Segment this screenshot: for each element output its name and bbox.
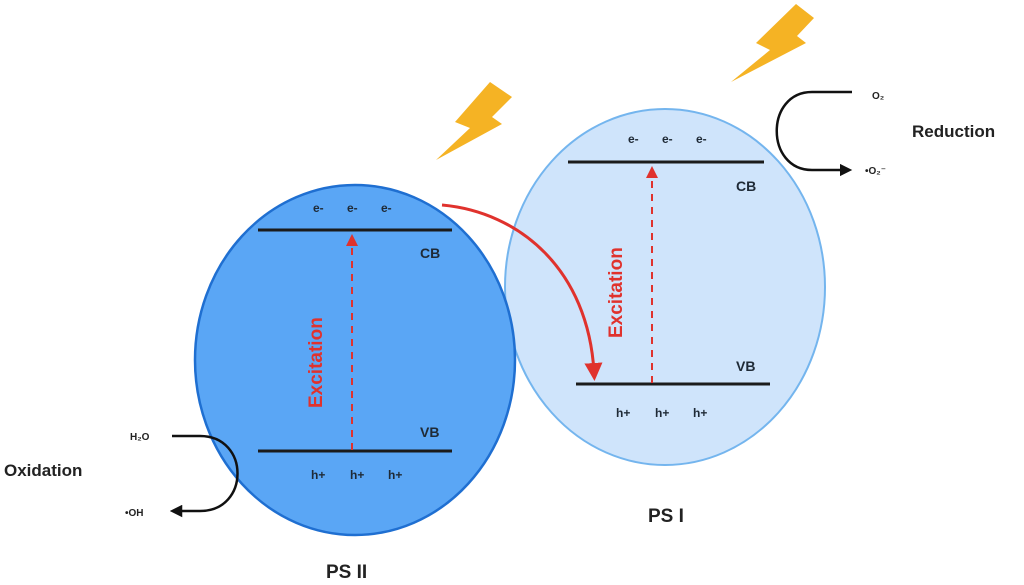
ps1-electron: e- xyxy=(662,132,673,146)
ps2-vb-label: VB xyxy=(420,424,439,440)
reduction-arrow xyxy=(775,90,853,177)
ps2-semiconductor xyxy=(193,183,517,537)
reduction-reactant: O₂ xyxy=(872,91,884,102)
ps2-hole: h+ xyxy=(311,468,325,482)
ps2-electron: e- xyxy=(313,201,324,215)
ps1-excitation-label: Excitation xyxy=(606,247,627,338)
ps1-hole: h+ xyxy=(616,406,630,420)
ps2-name: PS II xyxy=(326,562,367,583)
reduction-label: Reduction xyxy=(912,122,995,141)
ps2-electron: e- xyxy=(381,201,392,215)
reduction-product: •O₂⁻ xyxy=(865,166,886,177)
lightning-bolt-icon xyxy=(436,82,512,160)
lightning-bolt-icon xyxy=(731,4,814,82)
ps2-particle xyxy=(193,183,517,537)
ps2-hole: h+ xyxy=(350,468,364,482)
ps1-vb-label: VB xyxy=(736,358,755,374)
ps2-electron: e- xyxy=(347,201,358,215)
ps1-electron: e- xyxy=(628,132,639,146)
ps2-hole: h+ xyxy=(388,468,402,482)
oxidation-arrow xyxy=(169,434,239,518)
ps2-cb-label: CB xyxy=(420,245,440,261)
oxidation-product: •OH xyxy=(125,508,144,519)
ps1-electron: e- xyxy=(696,132,707,146)
ps2-excitation-label: Excitation xyxy=(306,317,327,408)
ps1-cb-label: CB xyxy=(736,178,756,194)
oxidation-label: Oxidation xyxy=(4,461,82,480)
electron-transfer-arrow xyxy=(441,203,603,381)
ps1-hole: h+ xyxy=(655,406,669,420)
ps1-name: PS I xyxy=(648,506,684,527)
oxidation-reactant: H₂O xyxy=(130,432,150,443)
ps1-hole: h+ xyxy=(693,406,707,420)
